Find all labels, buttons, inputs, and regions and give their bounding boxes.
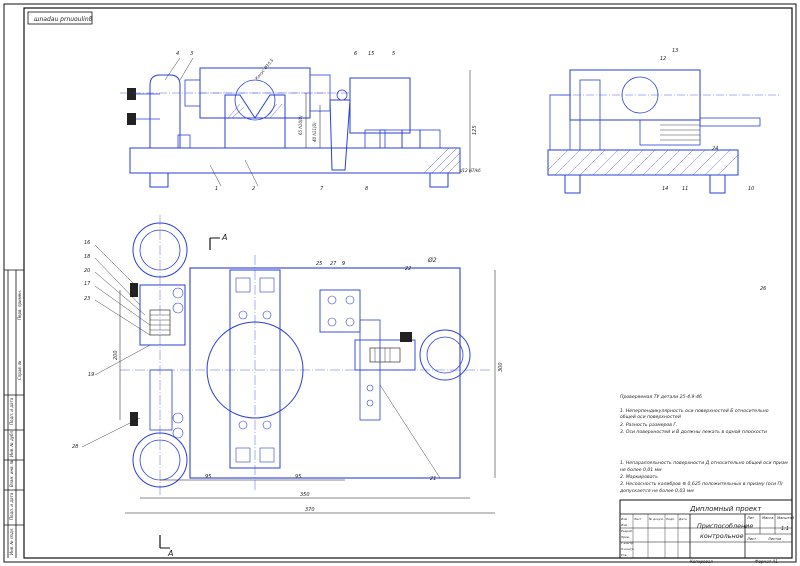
side-strip-label-2: Справ. № — [17, 361, 22, 380]
front-view: 125 65 h10(0) 40 h11(0) d12 H7/k6 Конус … — [120, 57, 481, 188]
title-row-header-3: № докум. — [648, 517, 664, 521]
dim-350: 350 — [300, 492, 310, 498]
balloon-23: 23 — [84, 296, 90, 302]
title-col-mass: Масса — [762, 516, 773, 520]
title-block: Дипломный проект Приспособление контроль… — [619, 499, 795, 559]
balloon-12: 12 — [660, 56, 666, 62]
balloon-21: 21 — [430, 476, 436, 482]
dim-fit: d12 H7/k6 — [460, 168, 481, 173]
note2-line2: не более 0,01 мм — [620, 467, 662, 473]
balloon-3: 3 — [190, 51, 193, 57]
title-project: Дипломный проект — [689, 505, 762, 513]
title-sheets: Листов — [767, 537, 781, 541]
title-name-line2: контрольное — [700, 532, 744, 540]
balloon-10: 10 — [748, 186, 754, 192]
balloon-25: 25 — [316, 261, 322, 267]
title-scale-value: 1:1 — [781, 526, 789, 532]
side-strip-label-6: Подп. и дата — [9, 492, 14, 520]
balloon-6: 6 — [354, 51, 357, 57]
side-strip-label-5: Взам. инв. № — [9, 460, 14, 487]
balloon-5: 5 — [392, 51, 395, 57]
top-left-stamp-text: шnadau prnuoulinß — [34, 16, 93, 23]
dim-65: 65 h10(0) — [298, 115, 303, 135]
note1-line4: 2. Разность размеров Г. — [620, 422, 677, 428]
title-row-header-4: Подп. — [666, 517, 675, 521]
balloon-11: 11 — [682, 186, 688, 192]
side-strip-label-3: Подп. и дата — [9, 397, 14, 425]
side-view — [547, 69, 780, 194]
balloon-26: 26 — [760, 286, 766, 292]
title-col-scale: Масштаб — [777, 516, 795, 520]
bottom-copied: Копировал — [690, 559, 713, 564]
balloon-22: 22 — [405, 266, 411, 272]
title-row-3: Пров. — [621, 535, 630, 539]
title-row-2: Разраб. — [621, 529, 633, 533]
dim-200: 200 — [113, 350, 119, 360]
balloon-4: 4 — [176, 51, 179, 57]
balloon-1: 1 — [215, 186, 218, 192]
side-strip-label-1: Перв. примен. — [17, 290, 22, 320]
dim-95a: 95 — [205, 474, 211, 480]
balloon-16: 16 — [84, 240, 90, 246]
balloon-labels: 1 2 3 4 5 6 7 8 9 10 11 12 13 14 15 16 1… — [72, 48, 766, 482]
balloon-15: 15 — [368, 51, 374, 57]
balloon-18: 18 — [84, 254, 90, 260]
section-label-a-top: A — [221, 233, 227, 242]
side-strip-label-4: Инв. № дубл. — [9, 430, 14, 457]
balloon-8: 8 — [365, 186, 368, 192]
dim-95b: 95 — [295, 474, 301, 480]
title-row-6: Утв. — [621, 553, 627, 557]
sheet-outer-border — [3, 3, 797, 563]
dim-40: 40 h11(0) — [312, 122, 317, 142]
bottom-format: Формат А1 — [755, 559, 778, 564]
title-row-1: Изм — [621, 523, 628, 527]
note1-line5: 3. Оси поверхностей и В должны лежать в … — [620, 429, 767, 435]
note1-line2: 1. Неперпендикулярность оси поверхностей… — [620, 408, 769, 414]
note2-line3: 2. Маркировать — [620, 474, 658, 480]
title-sheet: Лист — [746, 537, 757, 541]
dim-125: 125 — [472, 125, 478, 135]
balloon-14: 14 — [662, 186, 668, 192]
leader-lines — [81, 57, 441, 479]
note1-line1: Проверяемая ТУ детали 25-4.9-46 — [620, 394, 702, 400]
balloon-20: 20 — [84, 268, 90, 274]
dim-300: 300 — [498, 362, 504, 372]
balloon-28: 28 — [72, 444, 78, 450]
dim-cone: Конус Ø15,5 — [254, 57, 275, 80]
section-label-a-bottom: A — [167, 549, 173, 558]
balloon-24: 24 — [712, 146, 718, 152]
balloon-9: 9 — [342, 261, 345, 267]
side-strip: Перв. примен. Справ. № Подп. и дата Инв.… — [4, 269, 24, 558]
balloon-19: 19 — [88, 372, 94, 378]
balloon-2: 2 — [252, 186, 255, 192]
title-col-lit: Лит — [746, 516, 755, 520]
note2-line5: допускается не более 0,03 мм — [619, 488, 694, 494]
note2-line4: 3. Несоосность калибров ⊚ 0,625 положите… — [620, 481, 783, 487]
side-strip-label-7: Инв. № подл. — [9, 527, 14, 555]
title-name-line1: Приспособление — [697, 522, 753, 530]
note2-line1: 1. Непараллельность поверхности Д относи… — [620, 460, 788, 466]
technical-notes: Проверяемая ТУ детали 25-4.9-46 1. Непер… — [619, 394, 788, 494]
note1-line3: общей оси поверхностей — [620, 414, 681, 420]
title-row-header-1: Изм — [621, 517, 628, 521]
balloon-17: 17 — [84, 281, 91, 287]
balloon-7: 7 — [320, 186, 324, 192]
title-row-4: Т.контр. — [621, 541, 634, 545]
plan-view: A A 200 300 95 95 350 370 Ø2 — [113, 215, 504, 558]
title-row-5: Н.контр. — [621, 547, 634, 551]
dim-d2: Ø2 — [427, 257, 437, 264]
top-left-stamp: шnadau prnuoulinß — [27, 11, 93, 25]
title-row-header-5: Дата — [678, 517, 687, 521]
drawing-frame — [23, 7, 793, 559]
title-row-header-2: Лист — [633, 517, 642, 521]
balloon-27: 27 — [330, 261, 337, 267]
balloon-13: 13 — [672, 48, 678, 54]
dim-370: 370 — [305, 507, 315, 513]
